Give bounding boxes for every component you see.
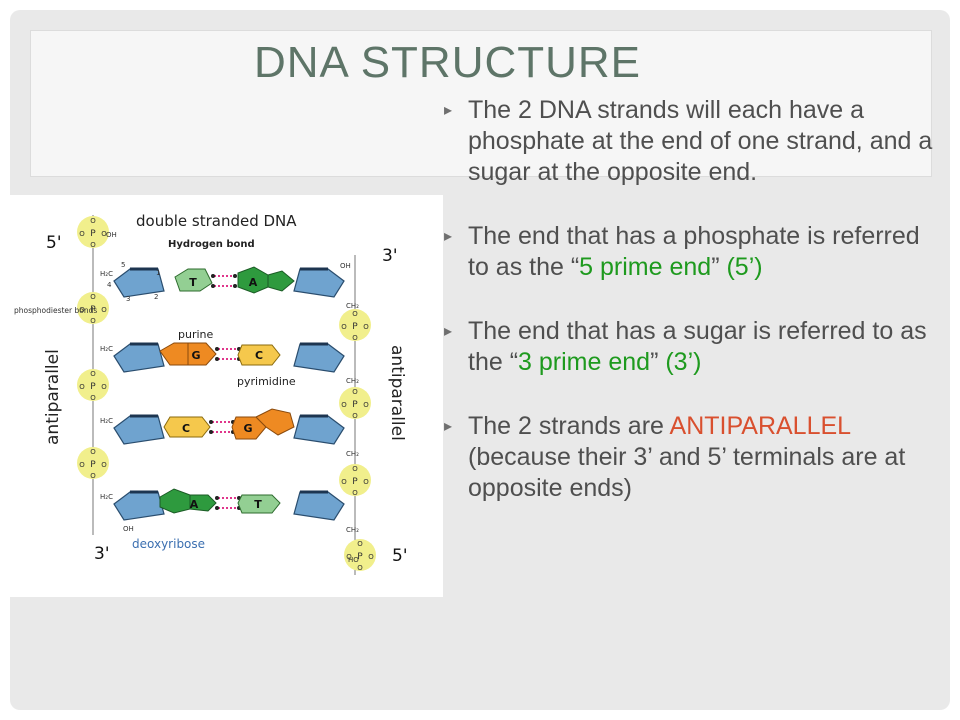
pyrimidine-label: pyrimidine	[237, 375, 296, 388]
sugar-right-3	[292, 414, 346, 446]
diagram-heading: double stranded DNA	[136, 212, 297, 230]
bullet-item: ▸ The end that has a phosphate is referr…	[442, 221, 942, 283]
bullet-tail: (5’)	[726, 253, 763, 281]
phosphate-left-4	[77, 447, 109, 480]
ring-number: 5	[121, 261, 125, 269]
ch2-label: CH₂	[346, 302, 359, 310]
h2c-label: H₂C	[100, 493, 113, 501]
bullet-tail: (3’)	[665, 348, 702, 376]
antiparallel-left-label: antiparallel	[43, 349, 63, 445]
phosphodiester-label: phosphodiester bonds	[14, 306, 97, 315]
sugar-left-2	[112, 342, 166, 374]
three-prime-bottom-label: 3'	[94, 544, 110, 564]
ring-number: 2	[154, 293, 158, 301]
three-prime-top-label: 3'	[382, 246, 398, 266]
purine-label: purine	[178, 328, 214, 341]
h2c-label: H₂C	[100, 417, 113, 425]
bullet-highlight: 3 prime end	[518, 348, 651, 376]
oh-label: OH	[106, 231, 117, 239]
ch2-label: CH₂	[346, 450, 359, 458]
bullet-text: (because their 3’ and 5’ terminals are a…	[468, 443, 906, 502]
five-prime-top-label: 5'	[46, 233, 62, 253]
bullet-text: The 2 DNA strands will each have a phosp…	[468, 96, 933, 186]
sugar-left-4	[112, 490, 166, 522]
sugar-right-1	[292, 267, 346, 299]
bullet-arrow-icon: ▸	[444, 418, 453, 435]
slide: DNA STRUCTURE P O O O O	[10, 10, 950, 710]
base-label: T	[189, 276, 197, 289]
ring-number: 3	[126, 295, 130, 303]
title-box	[30, 30, 932, 177]
ch2-label: CH₂	[346, 526, 359, 534]
bullet-text: The end that has a sugar is referred to …	[468, 317, 927, 376]
bullet-list: ▸ The 2 DNA strands will each have a pho…	[442, 95, 942, 537]
phosphate-right-3	[339, 464, 371, 497]
base-label: A	[190, 498, 199, 511]
h2c-label: H₂C	[100, 345, 113, 353]
bullet-text: ”	[711, 253, 727, 281]
ho-label: HO	[348, 556, 359, 564]
base-label: A	[249, 276, 258, 289]
dna-diagram-svg: P O O O O	[14, 212, 408, 575]
ring-number: 1	[156, 269, 160, 277]
bullet-text: The end that has a phosphate is referred…	[468, 222, 920, 281]
phosphate-left-1	[77, 216, 109, 249]
bullet-highlight: ANTIPARALLEL	[669, 412, 851, 440]
sugar-right-4	[292, 490, 346, 522]
base-label: C	[255, 349, 263, 362]
bullet-arrow-icon: ▸	[444, 323, 453, 340]
bullet-arrow-icon: ▸	[444, 102, 453, 119]
oh-label: OH	[123, 525, 134, 533]
slide-title: DNA STRUCTURE	[254, 38, 642, 87]
base-label: T	[254, 498, 262, 511]
sugar-right-2	[292, 342, 346, 374]
deoxyribose-label: deoxyribose	[132, 537, 205, 551]
bullet-text: The 2 strands are	[468, 412, 670, 440]
base-label: C	[182, 422, 190, 435]
oh-label: OH	[340, 262, 351, 270]
ring-number: 4	[107, 281, 112, 289]
phosphate-left-3	[77, 369, 109, 402]
dna-diagram: P O O O O	[10, 195, 443, 597]
ch2-label: CH₂	[346, 377, 359, 385]
h2c-label: H₂C	[100, 270, 113, 278]
phosphate-right-2	[339, 387, 371, 420]
five-prime-bottom-label: 5'	[392, 546, 408, 566]
antiparallel-right-label: antiparallel	[387, 345, 407, 441]
phosphate-right-1	[339, 309, 371, 342]
bullet-text: ”	[650, 348, 666, 376]
bullet-highlight: 5 prime end	[579, 253, 712, 281]
base-label: G	[191, 349, 200, 362]
bullet-arrow-icon: ▸	[444, 228, 453, 245]
sugar-left-3	[112, 414, 166, 446]
bullet-item: ▸ The 2 strands are ANTIPARALLEL (becaus…	[442, 411, 942, 504]
base-label: G	[243, 422, 252, 435]
bullet-item: ▸ The end that has a sugar is referred t…	[442, 316, 942, 378]
bullet-item: ▸ The 2 DNA strands will each have a pho…	[442, 95, 942, 188]
hydrogen-bond-label: Hydrogen bond	[168, 239, 255, 250]
